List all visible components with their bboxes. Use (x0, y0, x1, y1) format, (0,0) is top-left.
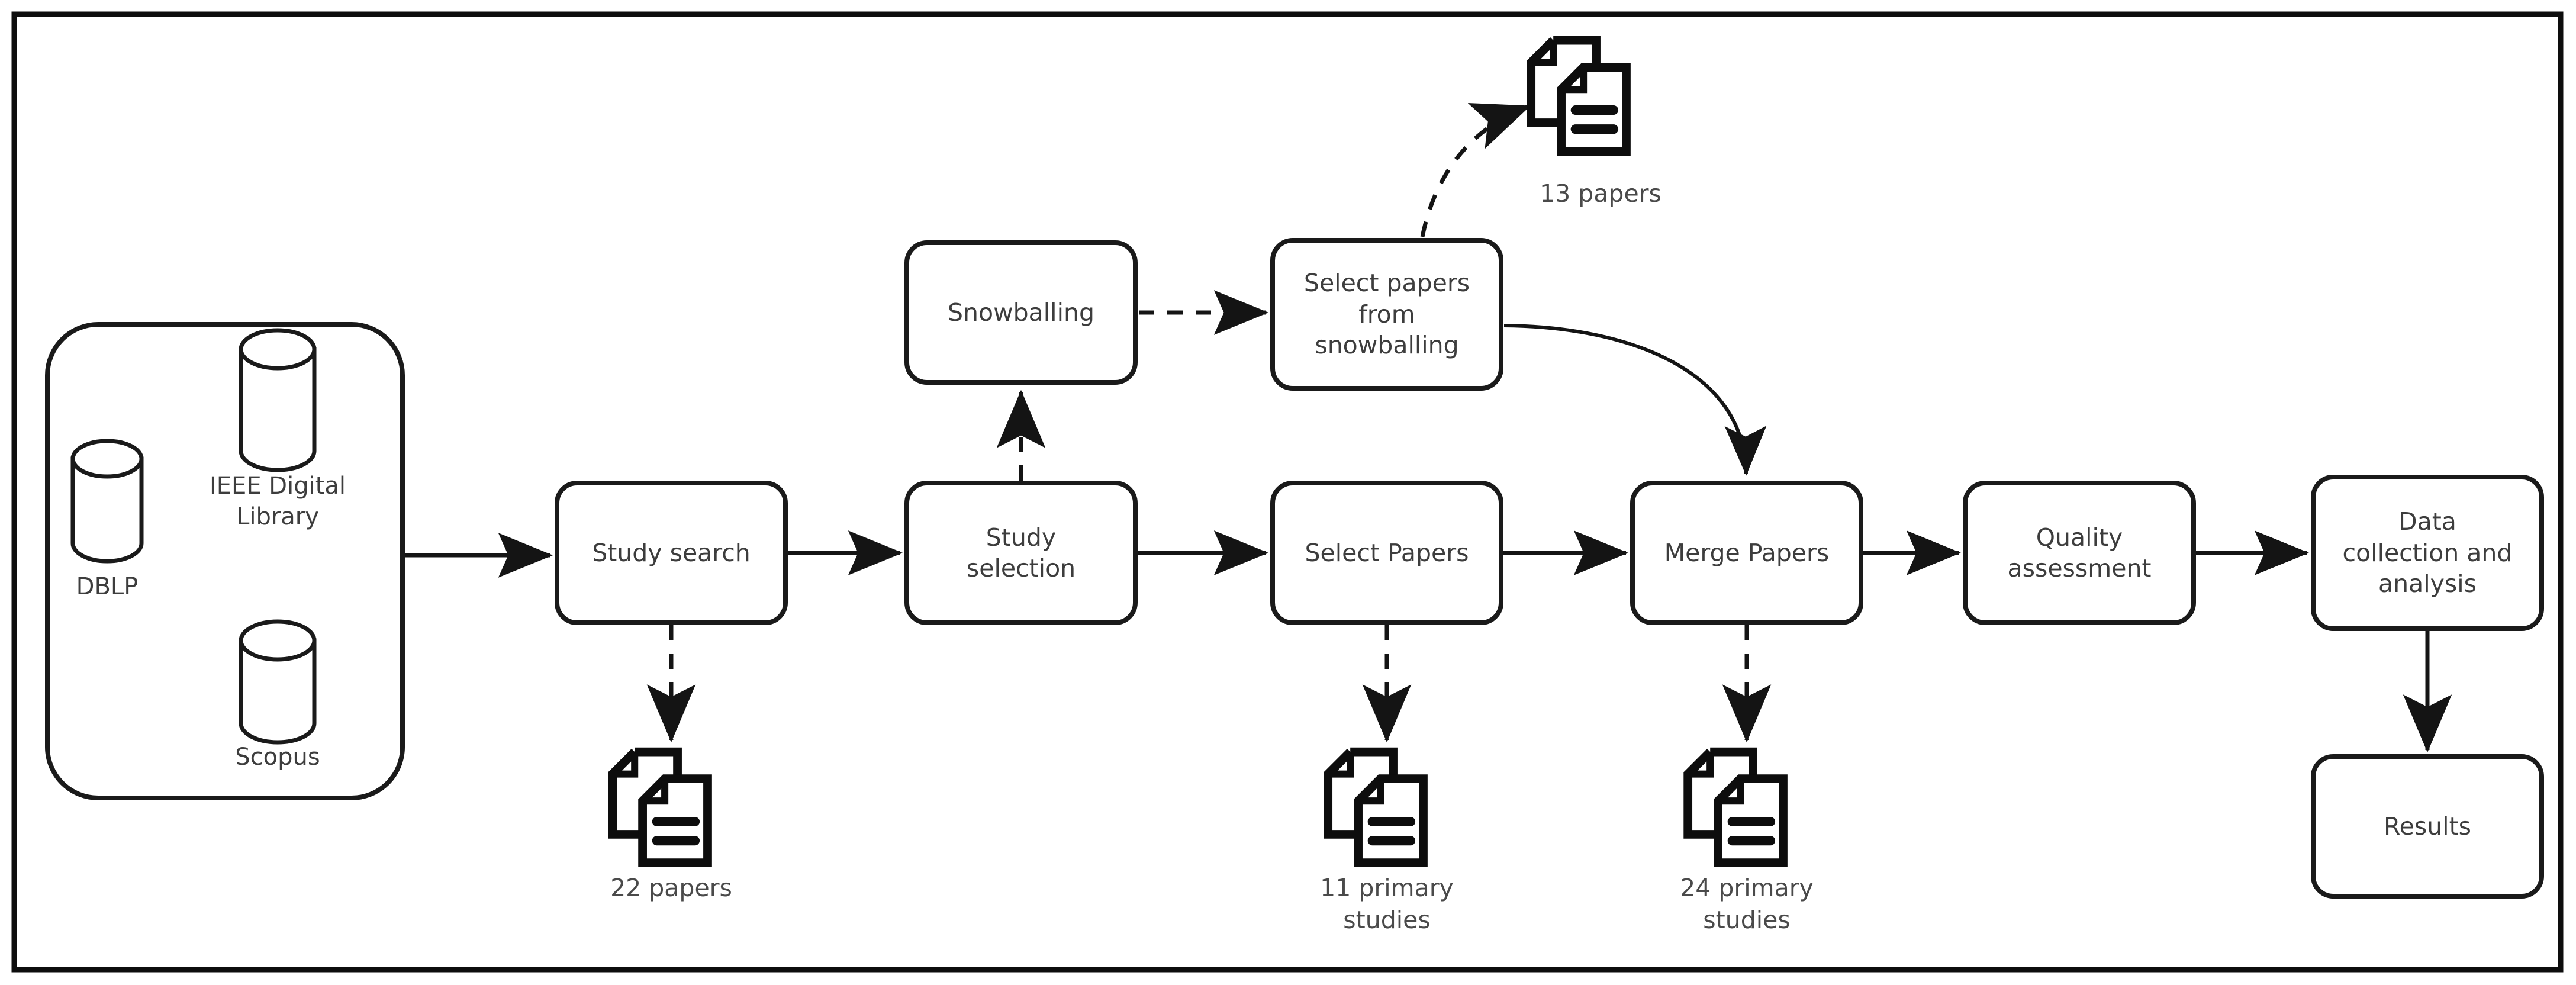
database-label-scopus: Scopus (235, 743, 320, 771)
artifact-13-papers[interactable] (1527, 30, 1634, 160)
results-box (2311, 754, 2544, 899)
artifact-label-22-papers: 22 papers (610, 874, 732, 902)
artifact-11-primary-studies[interactable] (1324, 741, 1431, 871)
edge-select-papers-from-snowballing-to-merge-papers (1503, 324, 1767, 476)
node-quality-assessment[interactable] (1965, 483, 2194, 623)
documents-icon-13-papers (1527, 36, 1631, 156)
node-select-papers[interactable] (1273, 483, 1501, 623)
quality-assessment-box (1963, 481, 2196, 625)
artifact-label-11-primary-studies: 11 primary studies (1320, 874, 1454, 935)
node-databases-group[interactable] (47, 324, 402, 798)
dblp-cylinder-icon (70, 439, 144, 564)
database-label-ieee-digital-library: IEEE Digital Library (209, 472, 346, 530)
artifact-label-24-primary-studies: 24 primary studies (1680, 874, 1814, 935)
merge-papers-box (1630, 481, 1863, 625)
node-select-papers-from-snowballing[interactable] (1273, 240, 1501, 388)
artifact-24-primary-studies[interactable] (1684, 741, 1791, 871)
artifact-label-13-papers: 13 papers (1540, 179, 1661, 208)
node-data-collection-and-analysis[interactable] (2313, 477, 2542, 629)
node-snowballing[interactable] (907, 243, 1135, 382)
snowballing-box (904, 240, 1138, 385)
artifact-22-papers[interactable] (608, 741, 715, 871)
node-merge-papers[interactable] (1632, 483, 1861, 623)
data-collection-and-analysis-box (2311, 475, 2544, 631)
database-label-dblp: DBLP (76, 573, 139, 600)
documents-icon-24-primary-studies (1683, 747, 1788, 868)
ieee-cylinder-icon (239, 328, 317, 472)
node-study-selection[interactable] (907, 483, 1135, 623)
node-results[interactable] (2313, 757, 2542, 896)
documents-icon-11-primary-studies (1324, 747, 1428, 868)
scopus-cylinder-icon (239, 619, 317, 745)
select-papers-box (1270, 481, 1503, 625)
study-selection-box (904, 481, 1138, 625)
node-study-search[interactable] (557, 483, 785, 623)
study-search-box (555, 481, 788, 625)
documents-icon-22-papers (608, 747, 712, 868)
outer-border (11, 11, 2564, 973)
select-papers-from-snowballing-box (1270, 238, 1503, 391)
edge-select-papers-from-snowballing-to-13-papers (1420, 103, 1531, 237)
